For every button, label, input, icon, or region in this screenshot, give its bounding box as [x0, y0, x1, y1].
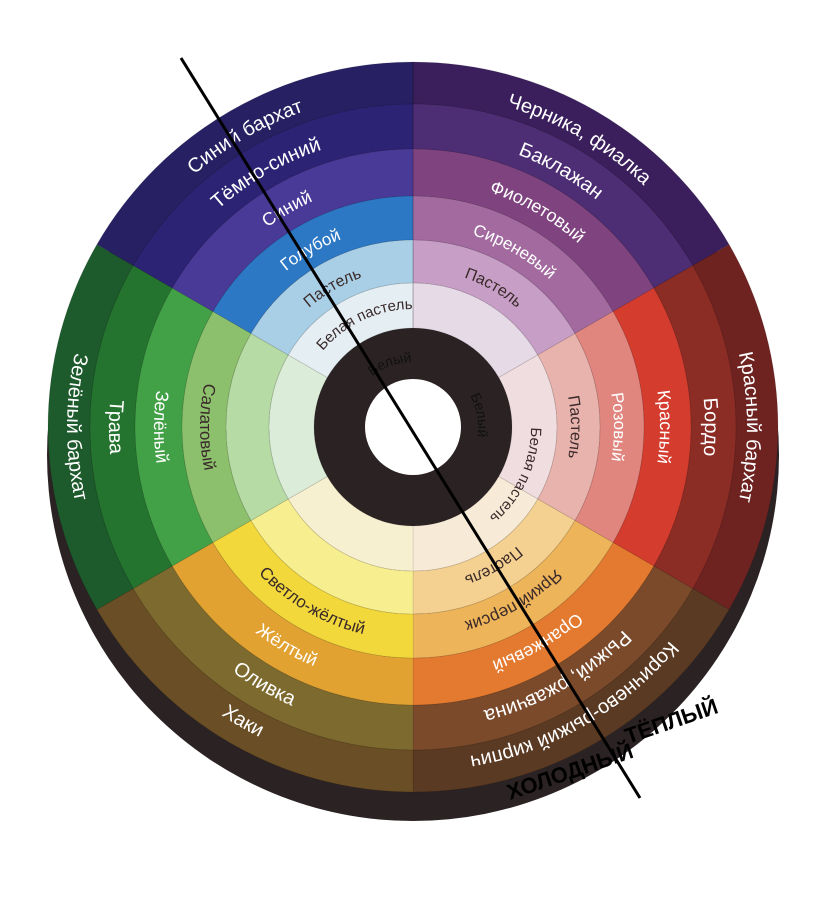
- red-label-2: Бордо: [699, 397, 722, 457]
- color-rings: [47, 61, 779, 793]
- green-ring-6: [268, 354, 328, 500]
- red-ring-6: [498, 354, 558, 500]
- red-label-4: Розовый: [607, 391, 629, 463]
- green-label-2: Трава: [104, 399, 127, 455]
- green-label-3: Зелёный: [150, 390, 172, 465]
- purple-ring-6: [412, 282, 539, 379]
- white-center: [365, 379, 461, 475]
- brown-ring-6: [412, 475, 539, 572]
- yellow-ring-6: [287, 475, 414, 572]
- green-label-4: Салатовый: [196, 382, 219, 472]
- red-label-3: Красный: [653, 389, 676, 465]
- red-label-5: Пастель: [564, 394, 584, 460]
- warm-cold-divider-line: [179, 57, 642, 799]
